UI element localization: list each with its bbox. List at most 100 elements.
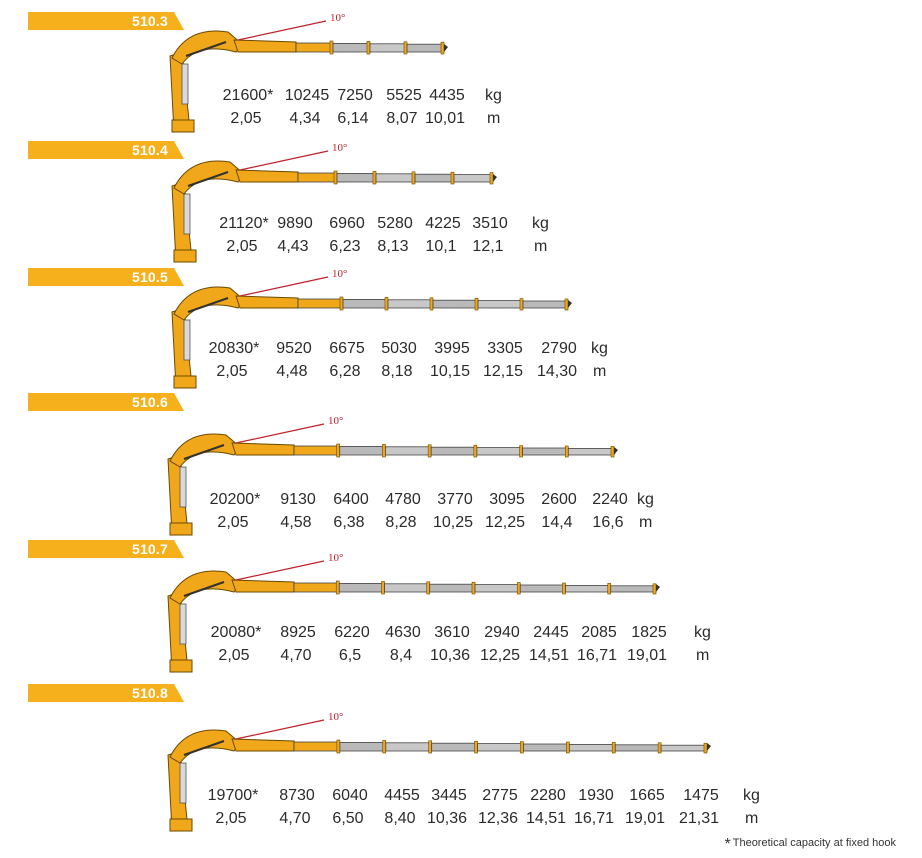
outer-arm: [235, 295, 299, 309]
crane-illustration: [167, 719, 711, 832]
reach-value: 12,25: [484, 514, 526, 531]
reach-unit: m: [487, 110, 501, 127]
capacity-unit: kg: [637, 491, 654, 508]
extension-collar: [382, 740, 387, 754]
reach-value: 10,01: [424, 110, 466, 127]
capacity-value: 3610: [434, 624, 470, 641]
extension-collar: [382, 444, 386, 458]
reach-value: 10,15: [429, 363, 471, 380]
reach-value: 2,05: [217, 514, 249, 531]
boom-tip: [614, 447, 618, 455]
crane-illustration: [169, 20, 448, 133]
capacity-value: 4630: [385, 624, 421, 641]
extension-collar: [403, 41, 408, 55]
boom-extension: [477, 743, 524, 752]
model-label: 510.6: [131, 394, 168, 410]
capacity-value: 21120*: [219, 215, 269, 232]
arm-cylinder: [185, 41, 227, 57]
extension-collar: [519, 298, 524, 311]
model-tag: 510.8: [28, 684, 184, 702]
boom-extension: [338, 582, 385, 593]
column-cylinder: [179, 466, 187, 508]
boom-tip: [444, 44, 448, 52]
capacity-value: 3095: [489, 491, 525, 508]
footnote-text: Theoretical capacity at fixed hook: [732, 837, 896, 849]
arm-cylinder: [187, 171, 229, 187]
angle-line: [239, 276, 329, 297]
capacity-value: 6220: [334, 624, 370, 641]
reach-value: 10,36: [426, 810, 468, 827]
capacity-value: 2280: [530, 787, 566, 804]
reach-value: 8,4: [389, 647, 413, 664]
extension-collar: [652, 583, 657, 595]
reach-value: 14,51: [528, 647, 570, 664]
capacity-value: 2775: [482, 787, 518, 804]
boom-extension: [297, 172, 338, 183]
boom-extension: [384, 583, 431, 593]
reach-value: 16,71: [576, 647, 618, 664]
reach-value: 8,40: [384, 810, 416, 827]
extension-collar: [471, 581, 476, 595]
angle-line: [235, 719, 325, 740]
reach-value: 10,36: [429, 647, 471, 664]
reach-value: 14,4: [541, 514, 573, 531]
reach-value: 4,70: [279, 810, 311, 827]
model-tag: 510.6: [28, 393, 184, 411]
crane-illustration: [171, 276, 572, 389]
reach-unit: m: [696, 647, 710, 664]
reach-value: 4,34: [289, 110, 321, 127]
angle-label: 10°: [328, 415, 344, 427]
extension-collar: [474, 297, 479, 311]
extension-collar: [520, 741, 524, 754]
outer-arm: [235, 169, 299, 183]
capacity-value: 3305: [487, 340, 523, 357]
boom-extension: [429, 583, 476, 593]
capacity-unit: kg: [743, 787, 760, 804]
angle-line: [235, 423, 325, 444]
capacity-value: 4780: [385, 491, 421, 508]
extension-collar: [611, 742, 616, 754]
crane-illustration: [167, 560, 660, 673]
reach-value: 8,13: [377, 238, 409, 255]
extension-collar: [474, 740, 478, 754]
capacity-value: 20830*: [208, 340, 260, 357]
reach-value: 12,25: [479, 647, 521, 664]
capacity-value: 8730: [279, 787, 315, 804]
crane-main-arm: [169, 433, 241, 468]
capacity-value: 10245: [284, 87, 330, 104]
arm-cylinder: [183, 740, 225, 756]
boom-extension: [476, 447, 523, 456]
extension-collar: [489, 172, 494, 185]
crane-base: [173, 375, 197, 389]
reach-value: 6,28: [329, 363, 361, 380]
tag-shape: [28, 268, 184, 286]
model-label: 510.8: [131, 685, 168, 701]
model-label: 510.4: [131, 142, 168, 158]
extension-collar: [336, 739, 341, 754]
capacity-value: 7250: [337, 87, 373, 104]
boom-extension: [375, 173, 416, 183]
extension-collar: [381, 581, 385, 595]
tag-shape: [28, 684, 184, 702]
reach-value: 4,70: [280, 647, 312, 664]
reach-value: 12,36: [477, 810, 519, 827]
extension-collar: [516, 582, 521, 595]
reach-value: 4,48: [276, 363, 308, 380]
crane-illustration: [171, 150, 497, 263]
capacity-value: 2240: [592, 491, 628, 508]
angle-label: 10°: [328, 552, 344, 564]
capacity-value: 3770: [437, 491, 473, 508]
capacity-value: 2940: [484, 624, 520, 641]
extension-collar: [384, 297, 389, 311]
capacity-value: 6675: [329, 340, 365, 357]
capacity-value: 1825: [631, 624, 667, 641]
extension-collar: [566, 741, 570, 754]
reach-value: 19,01: [624, 810, 666, 827]
capacity-value: 6040: [332, 787, 368, 804]
column-cylinder: [183, 319, 191, 361]
boom-extension: [406, 43, 445, 53]
extension-collar: [450, 171, 455, 185]
arm-cylinder: [183, 581, 225, 597]
model-label: 510.3: [131, 13, 168, 29]
boom-extension: [430, 446, 478, 456]
